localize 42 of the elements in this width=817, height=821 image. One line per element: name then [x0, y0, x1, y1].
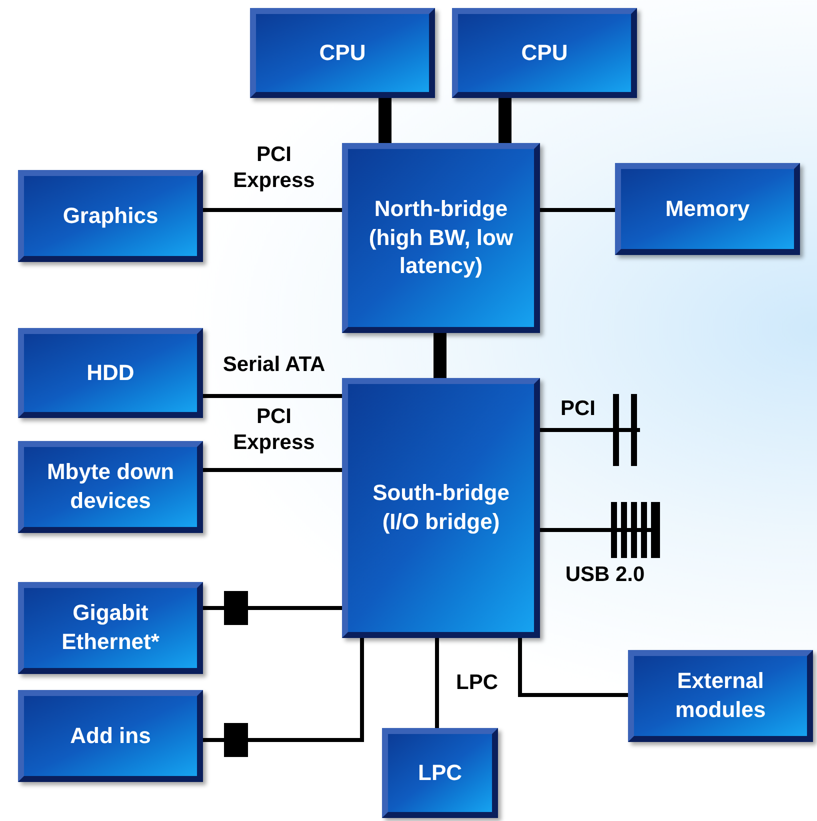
node-label: HDD [86, 358, 134, 387]
connector-line [540, 208, 615, 212]
edge-label: USB 2.0 [564, 562, 646, 588]
connector-line [434, 333, 446, 378]
connector-line [203, 208, 342, 212]
node-label: South-bridge (I/O bridge) [372, 479, 510, 536]
chip-box [452, 8, 637, 98]
chip-box [18, 441, 203, 533]
connector-line [203, 394, 342, 398]
connector-line [518, 638, 628, 697]
connector-line [203, 638, 364, 742]
node-label: CPU [521, 38, 568, 67]
node-label: Graphics [62, 202, 158, 230]
node-label: CPU [319, 38, 366, 67]
bus-line [540, 394, 640, 466]
connector-line [435, 638, 439, 728]
chip-box [250, 8, 435, 98]
edge-label: Serial ATA [222, 352, 326, 378]
edge-label: LPC [455, 670, 499, 696]
connector-line [203, 468, 342, 472]
node-label: Memory [665, 194, 750, 223]
node-label: Mbyte down devices [46, 458, 176, 515]
chip-box [342, 143, 540, 333]
chip-box [18, 582, 203, 674]
edge-label: PCI [559, 396, 596, 422]
chip-box [18, 170, 203, 262]
chip-box [628, 650, 813, 742]
chip-box [18, 690, 203, 782]
edge-label: PCI Express [232, 404, 316, 456]
node-label: North-bridge (high BW, low latency) [368, 195, 514, 280]
chip-box [615, 163, 800, 255]
chip-box [342, 378, 540, 638]
node-label: Add ins [70, 722, 151, 750]
node-label: External modules [674, 667, 767, 724]
chip-box [18, 328, 203, 418]
connector-line [378, 98, 392, 143]
connector-line [498, 98, 512, 143]
node-label: Gigabit Ethernet* [60, 599, 160, 656]
node-label: LPC [418, 758, 462, 787]
chip-box [382, 728, 498, 818]
bus-line [540, 502, 663, 558]
edge-label: PCI Express [232, 142, 316, 194]
